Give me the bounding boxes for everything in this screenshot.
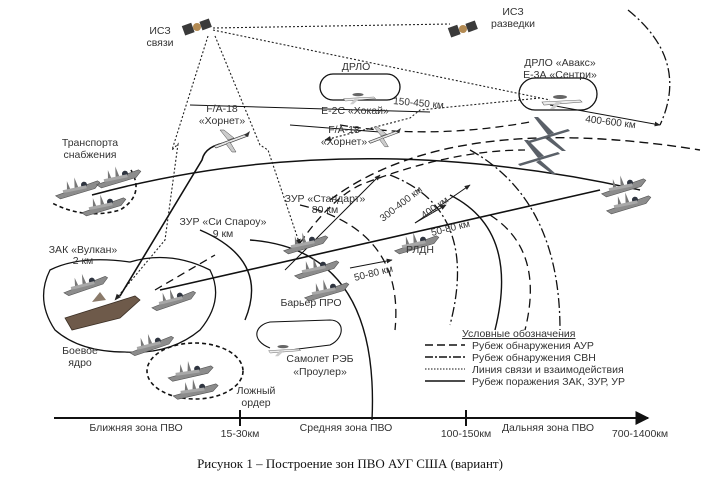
- legend-item: Рубеж обнаружения АУР: [425, 340, 594, 352]
- zone-near: Ближняя зона ПВО: [89, 422, 182, 434]
- hornet-mid-label: F/A-18«Хорнет»: [321, 124, 368, 148]
- legend-title: Условные обозначения: [462, 328, 575, 340]
- prowler-orbit: [256, 319, 342, 351]
- svg-text:Рубеж поражения ЗАК, ЗУР, УР: Рубеж поражения ЗАК, ЗУР, УР: [472, 376, 625, 388]
- svn-arc-far: [469, 149, 561, 331]
- awacs-plane-icon: [343, 92, 377, 105]
- fighter-jet-icon: [213, 129, 251, 153]
- range-300-400: 300-400 км: [378, 184, 425, 224]
- hawkeye-range: 150-450 км: [393, 96, 445, 111]
- engagement-lines: [119, 124, 601, 297]
- kill-arc-rldn: [449, 194, 503, 331]
- satellite-icon: [447, 20, 478, 38]
- supply-group-outline: [51, 169, 137, 215]
- tick-700-1400: 700-1400км: [612, 428, 668, 440]
- hawkeye-orbit: [319, 73, 401, 101]
- bomber-icon: [528, 117, 570, 151]
- svg-text:Рубеж обнаружения АУР: Рубеж обнаружения АУР: [472, 340, 594, 352]
- figure-caption: Рисунок 1 – Построение зон ПВО АУГ США (…: [197, 456, 503, 471]
- svg-text:Рубеж обнаружения СВН: Рубеж обнаружения СВН: [472, 352, 596, 364]
- aur-arc-mid-1: [299, 204, 397, 331]
- svn-detection-arc-outer: [627, 9, 671, 126]
- awacs-label: ДРЛО «Авакс»Е-3А «Сентри»: [523, 57, 597, 81]
- kill-arc-sea-sparrow: [199, 229, 253, 321]
- vulcan-label: ЗАК «Вулкан»2 км: [49, 244, 118, 267]
- zone-middle: Средняя зона ПВО: [300, 422, 393, 434]
- zone-far: Дальняя зона ПВО: [502, 422, 594, 434]
- legend-item: Рубеж поражения ЗАК, ЗУР, УР: [425, 376, 625, 388]
- hornet-top-label: F/A-18«Хорнет»: [199, 103, 246, 127]
- rldn-label: РЛДН: [406, 244, 434, 256]
- hawkeye-name: Е-2С «Хокай»: [321, 105, 389, 117]
- legend-item: Линия связи и взаимодействия: [425, 364, 624, 376]
- awacs-range: 400-600 км: [585, 114, 637, 131]
- svn-arc-mid: [389, 174, 459, 326]
- prowler-label: Самолет РЭБ«Проулер»: [286, 353, 353, 378]
- core-group-outline: [42, 256, 217, 353]
- decoy-group-outline: [146, 342, 244, 400]
- awacs-orbit: [518, 77, 598, 111]
- tick-100-150: 100-150км: [441, 428, 491, 440]
- range-400: 400 км: [419, 195, 451, 222]
- barrier-label: Барьер ПРО: [280, 297, 341, 309]
- svg-text:Линия связи и взаимодействия: Линия связи и взаимодействия: [472, 364, 624, 376]
- zone-axis: Ближняя зона ПВО Средняя зона ПВО Дальня…: [54, 410, 668, 440]
- legend-item: Рубеж обнаружения СВН: [425, 352, 596, 364]
- satellite-icon: [181, 18, 212, 36]
- legend: Условные обозначения Рубеж обнаружения А…: [425, 328, 625, 388]
- comm-lines: [114, 23, 551, 301]
- aur-detection-arc-top: [329, 137, 701, 201]
- kill-arc-standard: [249, 239, 374, 421]
- kill-line-upper: [91, 158, 641, 196]
- carrier-icon: [64, 292, 141, 331]
- sea-sparrow-label: ЗУР «Си Спароу»9 км: [180, 216, 267, 240]
- hawkeye-title: ДРЛО: [342, 61, 371, 73]
- standard-label: ЗУР «Стандарт»80 км: [285, 193, 366, 216]
- zone-boundaries: [91, 9, 701, 421]
- ship-icon: [52, 161, 143, 218]
- tick-15-30: 15-30км: [221, 428, 260, 440]
- range-50-80-a: 50-80 км: [430, 219, 471, 239]
- aur-arc-rldn: [489, 214, 531, 331]
